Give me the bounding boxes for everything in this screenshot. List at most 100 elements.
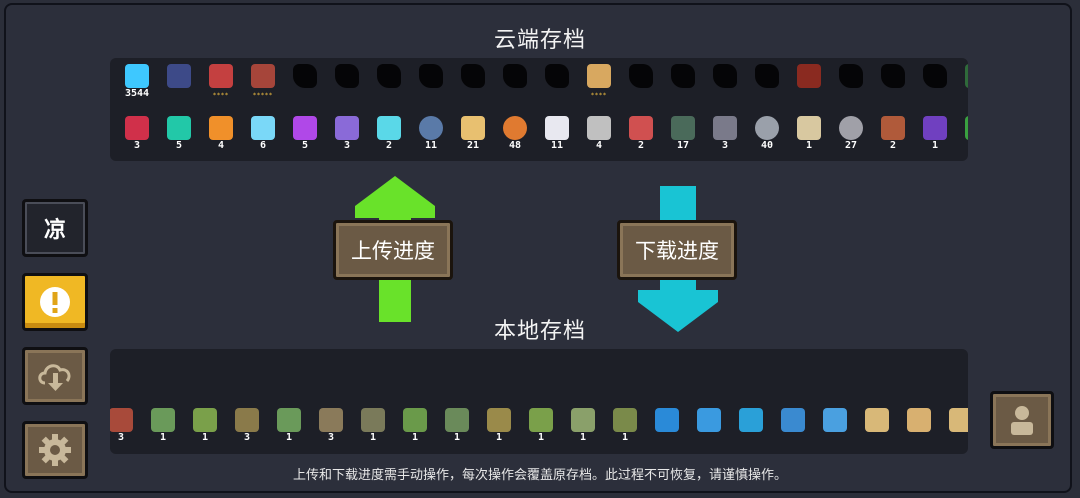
blueprint-target-icon bbox=[697, 408, 721, 432]
cloud_section.characters-slot bbox=[662, 60, 704, 104]
item-count: 11 bbox=[550, 140, 564, 151]
upload-progress-button[interactable]: 上传进度 bbox=[333, 220, 453, 280]
white-feather-icon bbox=[545, 116, 569, 140]
cloud-save-button[interactable] bbox=[22, 347, 88, 405]
item-count: 2 bbox=[637, 140, 645, 151]
exclamation-icon bbox=[40, 287, 70, 317]
item-count: 1 bbox=[805, 140, 813, 151]
profile-button[interactable] bbox=[990, 391, 1054, 449]
cyan-leaf-icon bbox=[377, 116, 401, 140]
item-count: 21 bbox=[466, 140, 480, 151]
local_section.items-slot: 1 bbox=[478, 404, 520, 448]
cloud_section.characters-slot bbox=[746, 60, 788, 104]
upload-progress-label: 上传进度 bbox=[351, 239, 435, 263]
cloud_section.materials-slot: 48 bbox=[494, 112, 536, 156]
cloud_section.characters-slot bbox=[158, 60, 200, 104]
cloud_section.characters-slot bbox=[914, 60, 956, 104]
local_section.items-slot: 1 bbox=[184, 404, 226, 448]
cloud_section.characters-slot bbox=[494, 60, 536, 104]
cloud_section.characters-slot bbox=[956, 60, 968, 104]
item-count: 1 bbox=[411, 432, 419, 443]
cloud_section.characters-slot: **** bbox=[578, 60, 620, 104]
settings-button[interactable] bbox=[22, 421, 88, 479]
local_section.items-slot: 1 bbox=[436, 404, 478, 448]
person-icon bbox=[1011, 406, 1033, 435]
item-count: 3 bbox=[117, 432, 125, 443]
item-count: 1 bbox=[201, 432, 209, 443]
sprout-green-icon bbox=[403, 408, 427, 432]
local_section.items-slot bbox=[814, 404, 856, 448]
purple-leaf-icon bbox=[293, 116, 317, 140]
feather-orb-icon bbox=[419, 116, 443, 140]
teal-leaf-icon bbox=[167, 116, 191, 140]
item-count: 1 bbox=[537, 432, 545, 443]
blueprint-face-icon bbox=[823, 408, 847, 432]
plan-pot-icon bbox=[865, 408, 889, 432]
local_section.items-slot: 3 bbox=[110, 404, 142, 448]
plan-flower-icon bbox=[949, 408, 968, 432]
purple-crystal-icon bbox=[923, 116, 947, 140]
download-progress-label: 下载进度 bbox=[635, 239, 719, 263]
cool-mode-button[interactable]: 凉 bbox=[22, 199, 88, 257]
locked-character-icon bbox=[881, 64, 905, 88]
officer-icon bbox=[797, 64, 821, 88]
item-count: 27 bbox=[844, 140, 858, 151]
battery-icon bbox=[587, 116, 611, 140]
ore-chunk-icon bbox=[503, 116, 527, 140]
sprout-red-icon bbox=[110, 408, 133, 432]
local_section.items-slot: 1 bbox=[520, 404, 562, 448]
cloud_section.materials-slot: 4 bbox=[200, 112, 242, 156]
star-rating: ***** bbox=[253, 92, 273, 99]
cannon-icon bbox=[671, 116, 695, 140]
item-count: 1 bbox=[285, 432, 293, 443]
engineer-icon bbox=[587, 64, 611, 88]
cloud-material-row: 3546532112148114217340127211 bbox=[116, 112, 968, 156]
item-count: 1 bbox=[579, 432, 587, 443]
sprout-white-icon bbox=[571, 408, 595, 432]
cool-mode-label: 凉 bbox=[43, 218, 66, 243]
item-count: 17 bbox=[676, 140, 690, 151]
local_section.items-slot bbox=[730, 404, 772, 448]
local_section.items-slot bbox=[772, 404, 814, 448]
star-rating: **** bbox=[591, 92, 607, 99]
sprout-purple-icon bbox=[361, 408, 385, 432]
locked-character-icon bbox=[629, 64, 653, 88]
sprout-icon bbox=[529, 408, 553, 432]
cloud_section.materials-slot: 6 bbox=[242, 112, 284, 156]
cloud_section.materials-slot: 1 bbox=[914, 112, 956, 156]
blueprint-chest-icon bbox=[655, 408, 679, 432]
cloud_section.characters-slot bbox=[830, 60, 872, 104]
item-count: 3 bbox=[343, 140, 351, 151]
item-count: 6 bbox=[259, 140, 267, 151]
iron-ore-icon bbox=[755, 116, 779, 140]
cloud_section.materials-slot: 11 bbox=[536, 112, 578, 156]
cloud_section.materials-slot: 1 bbox=[956, 112, 968, 156]
cloud_section.characters-slot: ***** bbox=[242, 60, 284, 104]
local_section.items-slot: 1 bbox=[268, 404, 310, 448]
item-count: 4 bbox=[217, 140, 225, 151]
item-count: 3 bbox=[243, 432, 251, 443]
locked-character-icon bbox=[335, 64, 359, 88]
local_section.items-slot: 1 bbox=[562, 404, 604, 448]
cloud_section.characters-slot bbox=[410, 60, 452, 104]
download-progress-button[interactable]: 下载进度 bbox=[617, 220, 737, 280]
local_section.items-slot: 1 bbox=[394, 404, 436, 448]
item-count: 1 bbox=[369, 432, 377, 443]
gear-icon bbox=[39, 434, 71, 466]
locked-character-icon bbox=[503, 64, 527, 88]
item-count: 5 bbox=[175, 140, 183, 151]
cloud_section.materials-slot: 40 bbox=[746, 112, 788, 156]
cloud_section.characters-slot bbox=[536, 60, 578, 104]
locked-character-icon bbox=[419, 64, 443, 88]
locked-character-icon bbox=[755, 64, 779, 88]
local_section.items-slot: 3 bbox=[226, 404, 268, 448]
local_section.items-slot bbox=[856, 404, 898, 448]
local-save-title: 本地存档 bbox=[493, 319, 586, 344]
cloud_section.materials-slot: 5 bbox=[158, 112, 200, 156]
gem-icon bbox=[125, 64, 149, 88]
cloud_section.characters-slot: 3544 bbox=[116, 60, 158, 104]
sprout-blue-icon bbox=[151, 408, 175, 432]
notice-button[interactable] bbox=[22, 273, 88, 331]
item-count: 5 bbox=[301, 140, 309, 151]
footer-warning-text: 上传和下载进度需手动操作，每次操作会覆盖原存档。此过程不可恢复，请谨慎操作。 bbox=[292, 468, 787, 483]
